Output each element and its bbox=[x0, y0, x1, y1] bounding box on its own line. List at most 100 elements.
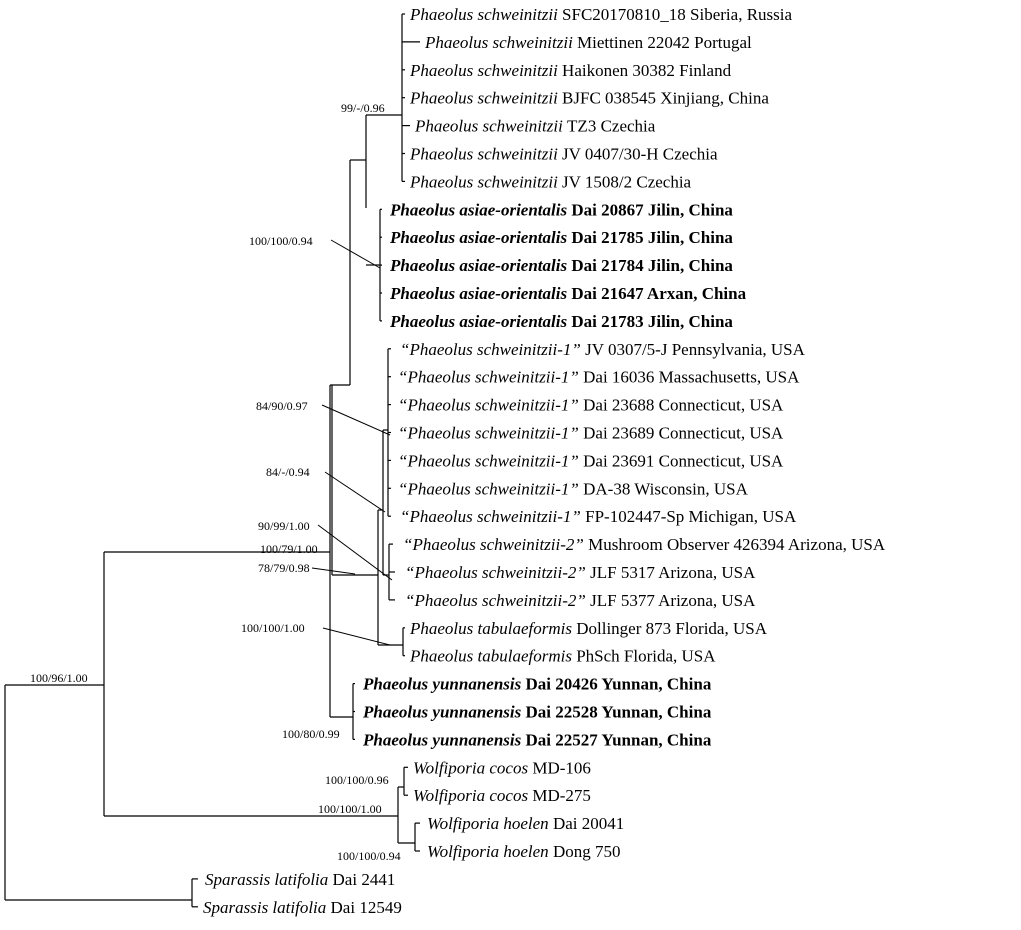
taxon-voucher: Miettinen 22042 Portugal bbox=[573, 33, 752, 52]
taxon-voucher: Dai 22528 Yunnan, China bbox=[521, 703, 712, 722]
support-value: 90/99/1.00 bbox=[258, 519, 310, 533]
taxon-voucher: Dong 750 bbox=[549, 842, 621, 861]
taxon-label: “Phaeolus schweinitzii-2” JLF 5317 Arizo… bbox=[405, 563, 756, 582]
taxon-voucher: JLF 5377 Arizona, USA bbox=[586, 591, 756, 610]
taxon-species: Phaeolus tabulaeformis bbox=[409, 647, 572, 666]
taxon-species: “Phaeolus schweinitzii-1” bbox=[398, 451, 579, 470]
taxon-species: Phaeolus schweinitzii bbox=[414, 117, 563, 136]
taxon-label: Phaeolus asiae-orientalis Dai 21784 Jili… bbox=[389, 256, 733, 275]
taxon-species: Phaeolus asiae-orientalis bbox=[389, 200, 567, 219]
tree-branches bbox=[4, 13, 420, 908]
support-value: 100/79/1.00 bbox=[260, 542, 318, 556]
taxon-voucher: Dai 20426 Yunnan, China bbox=[521, 675, 712, 694]
taxon-species: Phaeolus schweinitzii bbox=[409, 89, 558, 108]
taxon-species: Wolfiporia hoelen bbox=[427, 814, 549, 833]
taxon-label: Phaeolus yunnanensis Dai 20426 Yunnan, C… bbox=[362, 675, 712, 694]
taxon-label: Phaeolus asiae-orientalis Dai 21783 Jili… bbox=[389, 312, 733, 331]
taxon-species: Wolfiporia hoelen bbox=[427, 842, 549, 861]
support-value: 100/80/0.99 bbox=[282, 727, 340, 741]
taxon-label: “Phaeolus schweinitzii-1” Dai 23689 Conn… bbox=[398, 424, 784, 443]
taxon-species: Phaeolus schweinitzii bbox=[409, 145, 558, 164]
taxon-label: “Phaeolus schweinitzii-1” Dai 23688 Conn… bbox=[398, 396, 784, 415]
taxon-label: Wolfiporia hoelen Dai 20041 bbox=[427, 814, 624, 833]
taxon-species: Phaeolus schweinitzii bbox=[409, 172, 558, 191]
taxon-species: Sparassis latifolia bbox=[205, 870, 328, 889]
taxon-label: “Phaeolus schweinitzii-1” FP-102447-Sp M… bbox=[400, 507, 797, 526]
taxon-voucher: BJFC 038545 Xinjiang, China bbox=[558, 89, 770, 108]
taxon-voucher: Mushroom Observer 426394 Arizona, USA bbox=[584, 535, 886, 554]
taxon-label: Phaeolus yunnanensis Dai 22528 Yunnan, C… bbox=[362, 703, 712, 722]
taxon-voucher: FP-102447-Sp Michigan, USA bbox=[581, 507, 797, 526]
taxon-voucher: Dai 23691 Connecticut, USA bbox=[579, 451, 784, 470]
support-leader-line bbox=[322, 627, 391, 646]
taxon-label: Phaeolus asiae-orientalis Dai 20867 Jili… bbox=[389, 200, 733, 219]
taxon-species: Phaeolus schweinitzii bbox=[424, 33, 573, 52]
taxon-species: Phaeolus asiae-orientalis bbox=[389, 256, 567, 275]
support-value: 100/100/0.96 bbox=[325, 773, 389, 787]
taxon-voucher: Dai 21784 Jilin, China bbox=[567, 256, 733, 275]
taxon-label: Phaeolus tabulaeformis PhSch Florida, US… bbox=[409, 647, 716, 666]
taxon-label: “Phaeolus schweinitzii-1” Dai 16036 Mass… bbox=[398, 368, 800, 387]
taxon-species: “Phaeolus schweinitzii-1” bbox=[398, 396, 579, 415]
support-value: 100/100/0.94 bbox=[249, 234, 313, 248]
taxon-voucher: MD-106 bbox=[528, 758, 591, 777]
support-value: 99/-/0.96 bbox=[341, 101, 385, 115]
taxon-species: Sparassis latifolia bbox=[203, 898, 326, 917]
taxon-species: Phaeolus asiae-orientalis bbox=[389, 284, 567, 303]
support-value: 100/100/0.94 bbox=[337, 849, 401, 863]
support-value: 100/96/1.00 bbox=[30, 671, 88, 685]
taxon-label: Phaeolus asiae-orientalis Dai 21647 Arxa… bbox=[389, 284, 747, 303]
support-leader-line bbox=[321, 404, 391, 436]
taxon-species: “Phaeolus schweinitzii-2” bbox=[403, 535, 584, 554]
taxon-label: “Phaeolus schweinitzii-2” JLF 5377 Arizo… bbox=[405, 591, 756, 610]
taxon-voucher: Dai 21785 Jilin, China bbox=[567, 228, 733, 247]
taxon-species: “Phaeolus schweinitzii-1” bbox=[398, 479, 579, 498]
taxon-voucher: Dai 16036 Massachusetts, USA bbox=[579, 368, 800, 387]
taxon-label: Phaeolus schweinitzii JV 1508/2 Czechia bbox=[409, 172, 692, 191]
taxon-species: Phaeolus tabulaeformis bbox=[409, 619, 572, 638]
taxon-species: Wolfiporia cocos bbox=[413, 786, 528, 805]
taxon-label: “Phaeolus schweinitzii-1” DA-38 Wisconsi… bbox=[398, 479, 749, 498]
taxon-voucher: Dai 23689 Connecticut, USA bbox=[579, 424, 784, 443]
taxon-label: Phaeolus schweinitzii BJFC 038545 Xinjia… bbox=[409, 89, 769, 108]
taxon-species: Phaeolus yunnanensis bbox=[362, 730, 522, 749]
support-value: 100/100/1.00 bbox=[241, 621, 305, 635]
taxon-label: Phaeolus schweinitzii Haikonen 30382 Fin… bbox=[409, 61, 732, 80]
taxon-species: Phaeolus asiae-orientalis bbox=[389, 312, 567, 331]
taxon-label: “Phaeolus schweinitzii-1” Dai 23691 Conn… bbox=[398, 451, 784, 470]
taxon-label: Phaeolus schweinitzii SFC20170810_18 Sib… bbox=[409, 5, 792, 24]
support-leader-line bbox=[317, 524, 393, 581]
support-leader-line bbox=[311, 567, 356, 575]
taxon-voucher: Dai 12549 bbox=[326, 898, 402, 917]
taxon-voucher: Dai 20041 bbox=[549, 814, 625, 833]
taxon-voucher: JV 1508/2 Czechia bbox=[558, 172, 692, 191]
taxon-label: Sparassis latifolia Dai 2441 bbox=[205, 870, 395, 889]
taxon-voucher: DA-38 Wisconsin, USA bbox=[579, 479, 749, 498]
support-value: 78/79/0.98 bbox=[258, 561, 310, 575]
taxon-label: “Phaeolus schweinitzii-1” JV 0307/5-J Pe… bbox=[400, 340, 806, 359]
taxon-label: Phaeolus schweinitzii Miettinen 22042 Po… bbox=[424, 33, 752, 52]
taxon-species: Wolfiporia cocos bbox=[413, 758, 528, 777]
taxon-label: Sparassis latifolia Dai 12549 bbox=[203, 898, 402, 917]
taxon-voucher: JLF 5317 Arizona, USA bbox=[586, 563, 756, 582]
support-value: 84/-/0.94 bbox=[266, 465, 310, 479]
support-leader-line bbox=[324, 471, 386, 513]
taxon-species: “Phaeolus schweinitzii-1” bbox=[398, 368, 579, 387]
taxon-label: Phaeolus yunnanensis Dai 22527 Yunnan, C… bbox=[362, 730, 712, 749]
taxon-voucher: TZ3 Czechia bbox=[563, 117, 656, 136]
taxon-labels: Phaeolus schweinitzii SFC20170810_18 Sib… bbox=[203, 5, 886, 917]
support-value: 84/90/0.97 bbox=[256, 399, 308, 413]
taxon-species: Phaeolus yunnanensis bbox=[362, 675, 522, 694]
taxon-voucher: Dai 2441 bbox=[328, 870, 395, 889]
taxon-voucher: Dollinger 873 Florida, USA bbox=[572, 619, 768, 638]
taxon-species: “Phaeolus schweinitzii-2” bbox=[405, 563, 586, 582]
taxon-label: Phaeolus schweinitzii JV 0407/30-H Czech… bbox=[409, 145, 718, 164]
taxon-species: “Phaeolus schweinitzii-1” bbox=[400, 340, 581, 359]
taxon-species: “Phaeolus schweinitzii-2” bbox=[405, 591, 586, 610]
taxon-voucher: JV 0407/30-H Czechia bbox=[558, 145, 718, 164]
support-leader-lines bbox=[311, 239, 393, 646]
taxon-label: Wolfiporia cocos MD-106 bbox=[413, 758, 591, 777]
taxon-species: Phaeolus asiae-orientalis bbox=[389, 228, 567, 247]
taxon-voucher: MD-275 bbox=[528, 786, 591, 805]
